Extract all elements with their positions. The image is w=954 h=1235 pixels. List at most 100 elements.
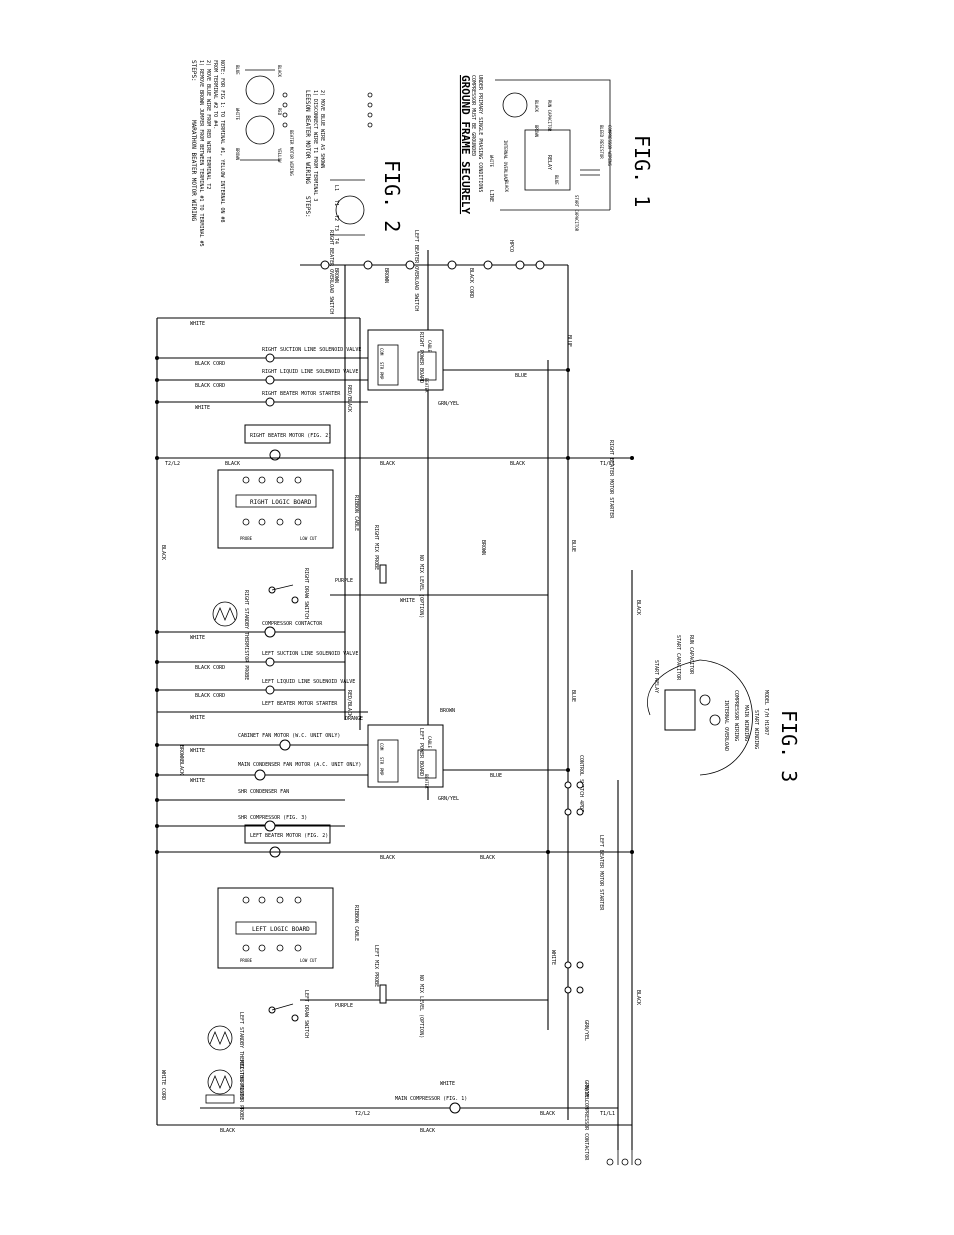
- fig2-step-a-4: NOTE: FOR FIG 1: TO TERMINAL #1, YELLOW …: [219, 60, 225, 223]
- fig3-title: FIG. 3: [777, 710, 801, 782]
- vwire-ribbon-1: RIBBON CABLE: [353, 495, 359, 531]
- left-mix-probe: LEFT MIX PROBE NO MIX LEVEL (OPTION): [373, 945, 424, 1038]
- wire-black-cord: BLACK CORD: [468, 268, 474, 298]
- vwire-white-cord: WHITE CORD: [160, 1070, 166, 1100]
- rlb-probe: PROBE: [240, 536, 253, 541]
- wire-white-1: WHITE: [195, 405, 210, 411]
- wire-black-cord-4: BLACK CORD: [195, 693, 225, 699]
- left-draw-switch-label: LEFT DRAW SWITCH: [303, 990, 309, 1038]
- cable-r: CABLE: [427, 340, 432, 353]
- wire-white-top: WHITE: [190, 321, 205, 327]
- fig2-step-a-2: 2) MOVE BLUE WIRE FROM RED WIRE TERMINAL…: [205, 60, 211, 189]
- right-draw-switch-label: RIGHT DRAW SWITCH: [303, 568, 309, 619]
- fig2-label-t4: T4: [333, 238, 339, 244]
- fig2-step-a-3: FROM TERMINAL #2 TO #4.: [212, 60, 218, 129]
- fig1-relay: RELAY: [546, 155, 552, 170]
- wire-blue-1: BLUE: [515, 373, 527, 379]
- cable-l: CABLE: [427, 736, 432, 749]
- fig1-label-white: WHITE: [489, 155, 494, 168]
- wire-brown-1: BROWN: [333, 268, 339, 283]
- left-standby-probe-label: LEFT STANDBY THERMISTOR PROBE: [238, 1012, 244, 1099]
- vwire-brown-1: BROWN: [480, 540, 486, 555]
- fig2-steps-b-title: STEPS:: [304, 196, 311, 218]
- fig2-label-motor: BEATER MOTOR WIRING: [289, 130, 294, 176]
- fig1-sub-note-1: COMPRESSOR MUST BE GROUNDED: [470, 75, 476, 156]
- wire-black-1: BLACK: [225, 461, 240, 467]
- left-overload-label: LEFT BEATER OVERLOAD SWITCH: [413, 230, 419, 311]
- junction-dots: [155, 356, 634, 854]
- fig3-overload: INTERNAL OVERLOAD: [723, 700, 729, 751]
- wire-grn-yel-1: GRN/YEL: [438, 401, 459, 407]
- valve-left-starter: LEFT BEATER MOTOR STARTER: [262, 701, 338, 707]
- fig3-run-cap: RUN CAPACITOR: [688, 635, 694, 675]
- shr-condenser-fan-label: SHR CONDENSER FAN: [238, 789, 289, 795]
- right-mix-probe-label: RIGHT MIX PROBE: [373, 525, 379, 570]
- valve-left-liquid: LEFT LIQUID LINE SOLENOID VALVE: [262, 679, 355, 685]
- relay-beater-l: BEATER: [424, 774, 429, 789]
- wire-white-6: WHITE: [400, 598, 415, 604]
- fig2-block: STEPS: MARATHON BEATER MOTOR WIRING 1) R…: [190, 60, 404, 247]
- fig1-label-line: LINE: [488, 190, 494, 202]
- right-standby-probe: RIGHT STANDBY THERMISTOR PROBE: [212, 590, 249, 680]
- ground-plugs: [606, 1150, 642, 1166]
- relay-str-l: STR: [379, 757, 384, 765]
- relay-beater-r: BEATER: [424, 378, 429, 393]
- wire-t1l1-1: T1/L1: [600, 461, 615, 467]
- fig2-step-a-1: 1) REMOVE BROWN JUMPER FROM BETWEEN TERM…: [198, 60, 204, 247]
- fig2-step-b-2: 2) MOVE BLUE WIRE AS SHOWN: [319, 90, 325, 168]
- right-beater-motor-label: RIGHT BEATER MOTOR (FIG. 2): [250, 433, 331, 439]
- right-mix-probe: RIGHT MIX PROBE NO MIX LEVEL (OPTION): [373, 525, 424, 618]
- fig3-model: MODEL T/H H1907: [763, 690, 769, 735]
- compressor-contactor-label: COMPRESSOR CONTACTOR: [262, 621, 323, 627]
- fig2-title: FIG. 2: [380, 160, 404, 232]
- vwire-black-1: BLACK: [160, 545, 166, 560]
- relay-pmp-r: PMP: [379, 372, 384, 380]
- control-switch: [564, 781, 584, 994]
- fig2-steps-a-header: MARATHON BEATER MOTOR WIRING: [190, 120, 197, 222]
- relay-com-l: COM: [379, 743, 384, 751]
- right-logic-board: RIGHT LOGIC BOARD LOW CUT PROBE: [217, 469, 334, 549]
- fig3-start-relay: START RELAY: [653, 660, 659, 693]
- left-power-board-label: LEFT POWER BOARD: [418, 728, 424, 776]
- main-compressor-label: MAIN COMPRESSOR (FIG. 1): [395, 1096, 467, 1102]
- fig2-label-t3: T3: [333, 225, 339, 231]
- fig3-start-cap: START CAPACITOR: [675, 635, 681, 681]
- wire-color-labels: WHITE BLACK CORD BLACK CORD WHITE BLACK …: [165, 321, 615, 1134]
- fig2-steps-b-header: LEESON BEATER MOTOR WIRING: [304, 90, 311, 184]
- wire-orange: ORANGE: [345, 716, 363, 722]
- wire-black-6: BLACK: [220, 1128, 235, 1134]
- fig2-step-b-1: 1) DISCONNECT WIRE T1 FROM TERMINAL 3: [312, 90, 318, 201]
- fig2-label-t2: T2: [333, 215, 339, 221]
- rung-loads: [254, 353, 461, 1114]
- vertical-wire-labels: BLACK BLACK BLACK BLUE BLUE BROWN WHITE …: [160, 335, 641, 1100]
- fig2-label-l1: L1: [333, 185, 339, 191]
- fig1-label-overload: INTERNAL OVERLOAD: [503, 140, 508, 182]
- left-standby-probe: LEFT STANDBY THERMISTOR PROBE: [207, 1012, 244, 1099]
- wire-white-3: WHITE: [190, 715, 205, 721]
- shr-compressor-label: SHR COMPRESSOR (FIG. 3): [238, 815, 307, 821]
- fig2-steps-a-title: STEPS:: [190, 60, 197, 82]
- right-draw-switch: RIGHT DRAW SWITCH: [268, 568, 309, 619]
- left-mix-probe-label: LEFT MIX PROBE: [373, 945, 379, 987]
- wire-brown-2: BROWN: [383, 268, 389, 283]
- right-power-board-label: RIGHT POWER BOARD: [418, 332, 424, 383]
- fig1-title: FIG. 1: [630, 135, 654, 207]
- fig3-compressor-wiring: COMPRESSOR WIRING: [733, 690, 739, 741]
- mix-probe-label: MIX THERMISTOR PROBE: [238, 1060, 244, 1120]
- wire-black-8: BLACK: [540, 1111, 555, 1117]
- fig3-start-winding: START WINDING: [753, 710, 759, 749]
- wire-white-7: WHITE: [440, 1081, 455, 1087]
- wire-white-4: WHITE: [190, 748, 205, 754]
- left-logic-board-label: LEFT LOGIC BOARD: [252, 926, 310, 933]
- right-side-labels: RIGHT BEATER MOTOR STARTER CONTROL SWITC…: [578, 440, 614, 1161]
- llb-probe: PROBE: [240, 958, 253, 963]
- no-mix-level-1: NO MIX LEVEL (OPTION): [418, 555, 424, 618]
- right-standby-probe-label: RIGHT STANDBY THERMISTOR PROBE: [243, 590, 249, 680]
- relay-pmp-l: PMP: [379, 768, 384, 776]
- left-starter-label: LEFT BEATER MOTOR STARTER: [598, 835, 604, 911]
- valve-labels: RIGHT SUCTION LINE SOLENOID VALVE RIGHT …: [238, 347, 467, 1102]
- wire-t2l2-1: T2/L2: [165, 461, 180, 467]
- wire-purple-2: PURPLE: [335, 1003, 353, 1009]
- grn-yel-2: GRN/YEL: [583, 1080, 589, 1101]
